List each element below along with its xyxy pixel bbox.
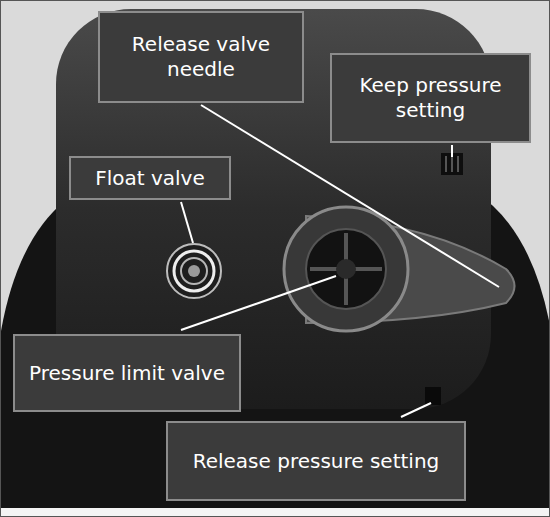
callout-label: Float valve [95,166,205,191]
callout-label: Release pressure setting [193,449,440,474]
callout-box: Release valve needle [98,11,304,103]
callout-box: Pressure limit valve [13,334,241,412]
callout-label: Keep pressure setting [342,73,519,123]
callout-label: Pressure limit valve [29,361,225,386]
callout-box: Release pressure setting [166,421,466,501]
callout-box: Float valve [69,156,231,200]
callout-label: Release valve needle [110,32,292,82]
callout-box: Keep pressure setting [330,53,531,143]
